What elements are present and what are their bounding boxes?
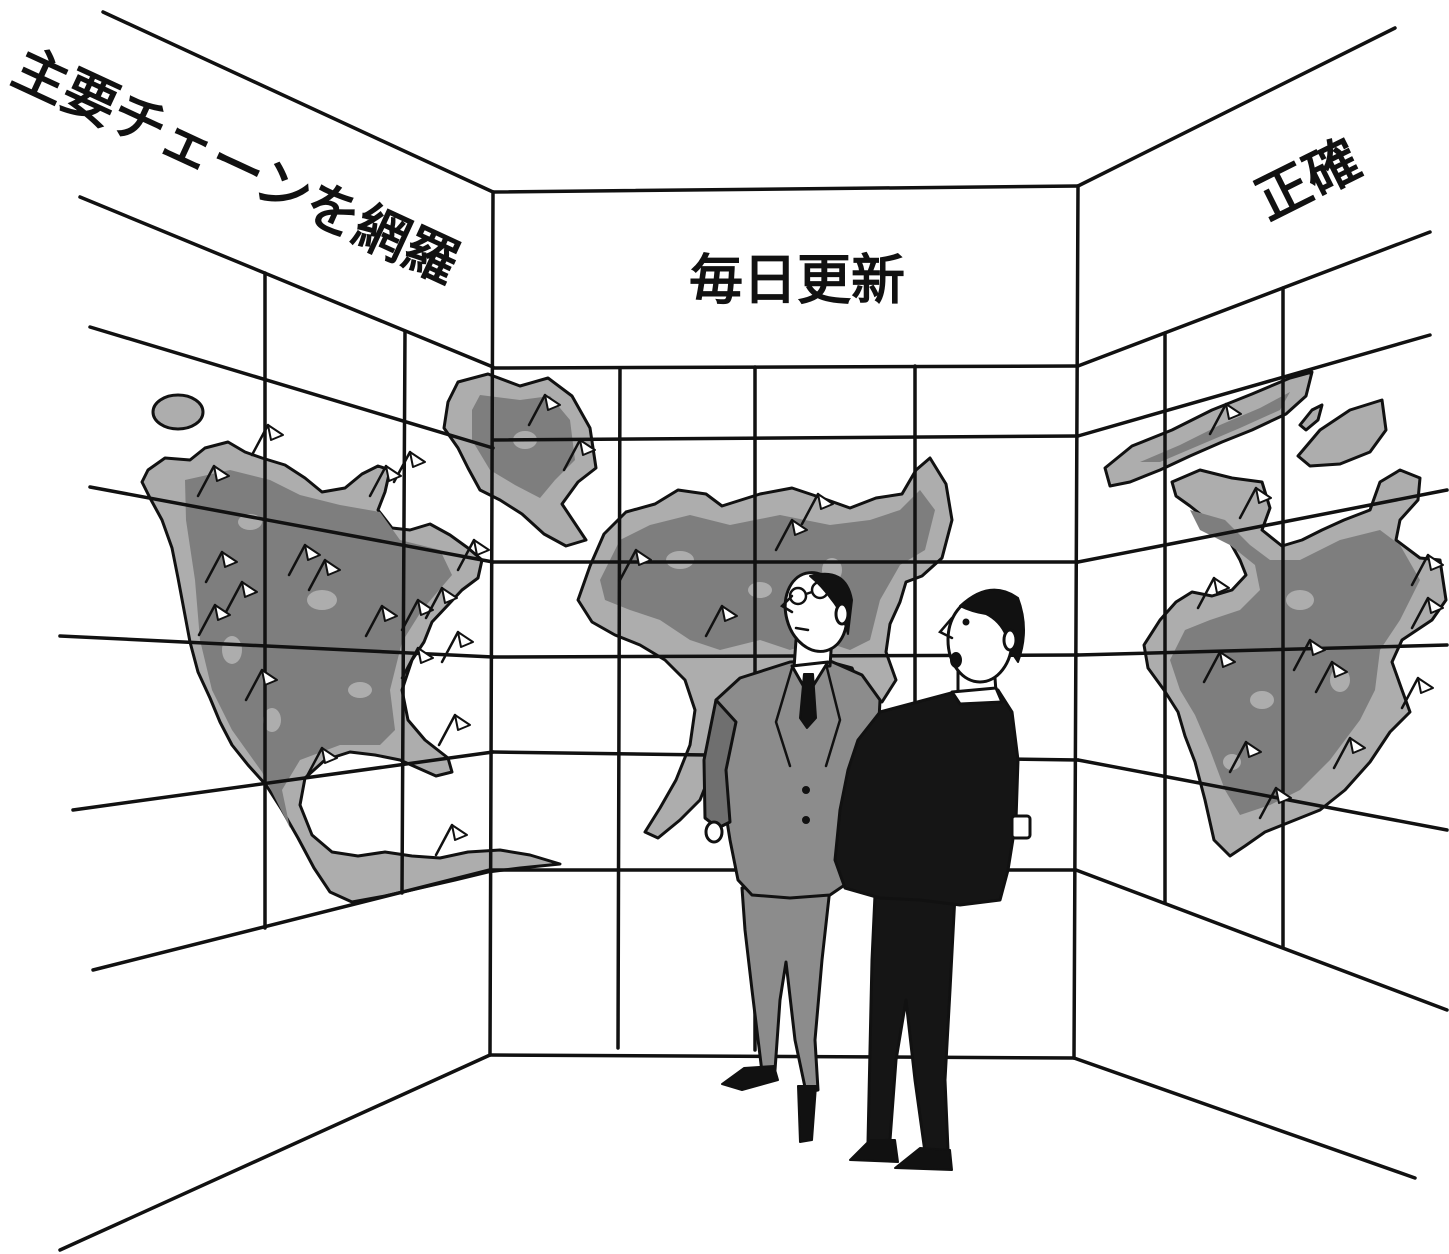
right-wall-label: 正確 [1246,128,1371,233]
wall-labels: 主要チェーンを網羅 毎日更新 正確 [3,36,1370,311]
gray-suit-tie [799,673,817,729]
people [702,571,1032,1171]
grid-line [1074,868,1449,1012]
map-texture [666,551,694,569]
black-suit-collar [950,686,1004,706]
grid-line [616,366,622,1050]
flag-marker [434,823,469,857]
gray-suit-sleeve [702,698,738,830]
grid-line [71,750,495,812]
gray-suit-ear [834,602,850,626]
black-suit-hair [959,588,1025,663]
grid-line [1076,488,1449,564]
glasses-icon [810,580,830,600]
flag-marker [250,423,285,457]
glasses-bridge [804,590,814,596]
right-wall-ceiling-edge [1076,26,1397,188]
left-wall-ceiling-edge [101,10,495,194]
black-suit-mouth [950,652,962,668]
gray-suit-button [802,786,810,794]
map-texture [348,682,372,698]
map-left-wall [140,372,598,904]
map-island-east [1296,398,1388,468]
gray-suit-lapel-right [824,662,842,768]
map-island-small [151,393,205,431]
grid-line [1076,758,1449,832]
grid-line [78,195,495,369]
gray-suit-mouth [794,626,810,632]
gray-suit-shoe-right [797,1085,817,1143]
map-island-tiny [1298,403,1324,432]
gray-suit-trousers [740,886,832,1094]
grid-line [1076,230,1432,368]
glasses-icon [788,586,808,606]
black-suit-nose [938,616,954,640]
gray-suit-hand [704,820,724,844]
grid-line [491,364,1080,370]
black-suit-hand [1010,814,1032,840]
map-texture [1286,590,1314,610]
gray-suit-button [802,816,810,824]
left-corner-edge [488,190,495,1057]
black-suit-trousers [866,893,957,1154]
map-arctic-coast [1103,370,1314,488]
back-floor-edge [488,1053,1076,1060]
grid-line [91,868,492,972]
grid-line [88,325,495,450]
grid-line [1076,333,1432,438]
right-corner-edge [1072,184,1080,1060]
map-right-wall [1103,370,1448,858]
map-texture [263,708,281,732]
map-texture [1250,691,1274,709]
right-wall-grid [1072,26,1449,1180]
right-floor-edge [1072,1056,1417,1180]
flag-marker [437,713,472,747]
black-suit-shoe-left [849,1139,899,1163]
gray-suit-lapel-left [774,666,794,768]
grid-line [491,434,1080,442]
gray-suit-nose [779,594,794,614]
man-black-suit [833,588,1032,1171]
gray-suit-shoe-left [721,1065,779,1091]
map-texture [222,636,242,664]
back-wall-label: 毎日更新 [689,249,905,312]
black-suit-eye [962,618,970,626]
black-suit-jacket [833,688,1020,907]
grid-line [88,485,495,564]
black-suit-shoe-right [894,1147,953,1171]
grid-line [400,329,407,895]
man-gray-suit [702,571,882,1143]
grid-line [1076,643,1449,657]
back-wall-ceiling-edge [491,184,1080,194]
map-texture [748,582,772,598]
map-asia-interior [1170,510,1420,815]
left-floor-edge [58,1053,492,1252]
black-suit-ear [1002,628,1018,652]
map-texture [307,590,337,610]
